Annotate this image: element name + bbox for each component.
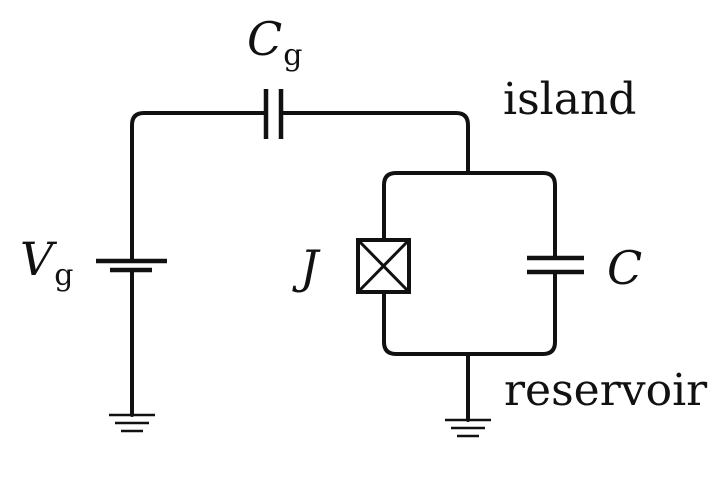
ground-right-icon xyxy=(445,418,491,438)
gate-voltage-label-main: V xyxy=(20,232,58,286)
gate-voltage-label: Vg xyxy=(20,232,73,293)
josephson-junction-icon xyxy=(356,238,411,294)
reservoir-label: reservoir xyxy=(504,365,708,416)
gate-voltage-label-sub: g xyxy=(54,258,73,293)
capacitor-label: C xyxy=(607,241,642,295)
gate-capacitor-label: Cg xyxy=(247,12,302,73)
junction-label: J xyxy=(292,240,321,294)
ground-left-icon xyxy=(109,413,155,433)
gate-capacitor-label-sub: g xyxy=(283,38,302,73)
wire-left-upper xyxy=(130,111,268,263)
wire-top-right xyxy=(279,111,470,175)
gate-capacitor-label-main: C xyxy=(247,12,282,66)
island-label: island xyxy=(503,74,636,125)
wire-loop-top xyxy=(382,171,557,260)
